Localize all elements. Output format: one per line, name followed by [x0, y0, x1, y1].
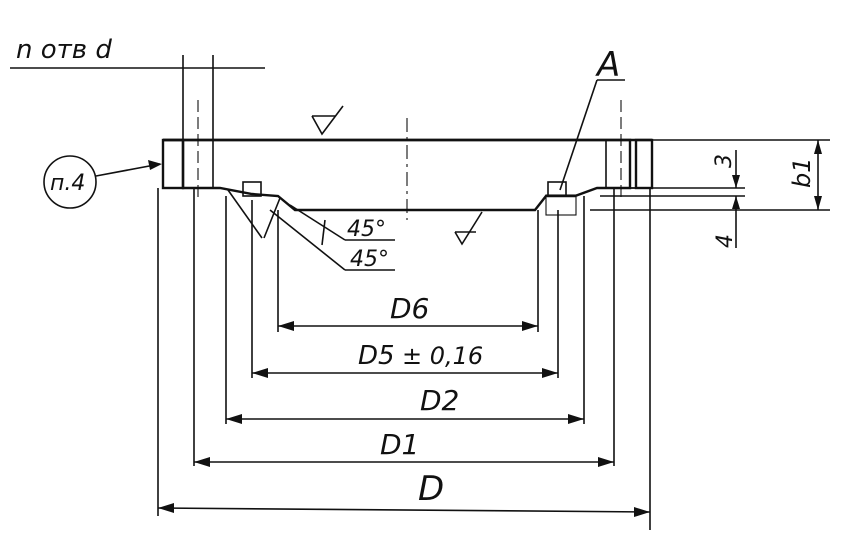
angle-label-1: 45° — [347, 217, 386, 242]
view-a-leader — [559, 79, 625, 191]
note-balloon — [43, 155, 162, 209]
diameter-extension-lines — [157, 188, 651, 530]
dim-D-label: D — [418, 469, 444, 509]
angle-label-2: 45° — [350, 247, 389, 272]
dim-D5-label: D5 — [358, 341, 395, 371]
groove-left — [242, 181, 262, 197]
dim-line-D5 — [252, 368, 558, 378]
note-ref-label: п.4 — [50, 171, 85, 196]
chamfer-leaders — [227, 189, 395, 271]
dim-D6-label: D6 — [390, 292, 429, 325]
dim-line-D — [157, 503, 651, 517]
dim-line-D2 — [226, 414, 584, 424]
holes-label: n отв d — [16, 35, 112, 65]
groove-right — [547, 181, 567, 197]
dim-3: 3 — [712, 154, 737, 168]
dim-line-D6 — [278, 321, 538, 331]
hole-left — [182, 139, 214, 189]
view-a-label: A — [595, 45, 620, 85]
hole-right — [605, 139, 637, 189]
hole-extension-lines — [10, 55, 622, 220]
flange-body-left — [163, 138, 632, 212]
thickness-dimensions — [590, 139, 830, 248]
surface-finish-marks — [311, 105, 483, 246]
dim-line-D1 — [194, 457, 614, 467]
rim-right — [634, 138, 654, 190]
dim-D5-tolerance: ± 0,16 — [402, 342, 483, 370]
dim-4: 4 — [713, 234, 738, 248]
dim-D1-label: D1 — [380, 428, 419, 461]
dim-b1: b1 — [788, 157, 816, 188]
groove-right-detail — [545, 194, 577, 216]
dim-D2-label: D2 — [420, 384, 459, 417]
rim-left — [161, 138, 185, 190]
